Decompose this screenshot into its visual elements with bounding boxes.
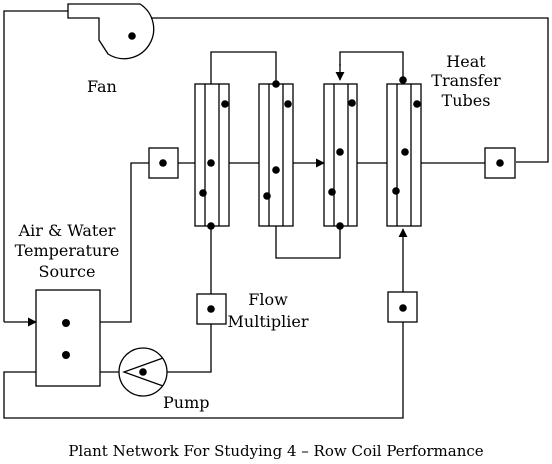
coil-row-4: [386, 76, 422, 227]
source-label-3: Source: [39, 262, 96, 281]
sensor-box-right: [484, 147, 516, 179]
heat-transfer-tubes-label-3: Tubes: [442, 91, 491, 110]
air-duct: [100, 158, 485, 323]
flow-multiplier-box: [196, 293, 227, 325]
heat-transfer-tubes-label-2: Transfer: [431, 71, 501, 90]
flow-multiplier-label-1: Flow: [248, 290, 288, 309]
pump-icon: [118, 347, 168, 397]
heat-transfer-tubes-label-1: Heat: [446, 52, 486, 71]
pump-label: Pump: [163, 393, 209, 412]
sensor-box-left: [148, 147, 179, 179]
coil-row-2: [258, 80, 294, 227]
coil-row-3: [323, 83, 358, 230]
fan-return-duct: [152, 17, 549, 163]
fan-label: Fan: [87, 77, 117, 96]
water-piping: [3, 51, 408, 419]
source-label-1: Air & Water: [18, 221, 116, 240]
fan-icon: [67, 3, 155, 60]
return-sensor-box: [387, 291, 418, 323]
flow-multiplier-label-2: Multiplier: [228, 312, 309, 331]
air-water-source-box: [35, 289, 101, 387]
fan-supply-duct: [3, 10, 68, 327]
coil-row-1: [194, 83, 230, 230]
diagram-caption: Plant Network For Studying 4 – Row Coil …: [68, 442, 483, 460]
source-label-2: Temperature: [15, 241, 120, 260]
